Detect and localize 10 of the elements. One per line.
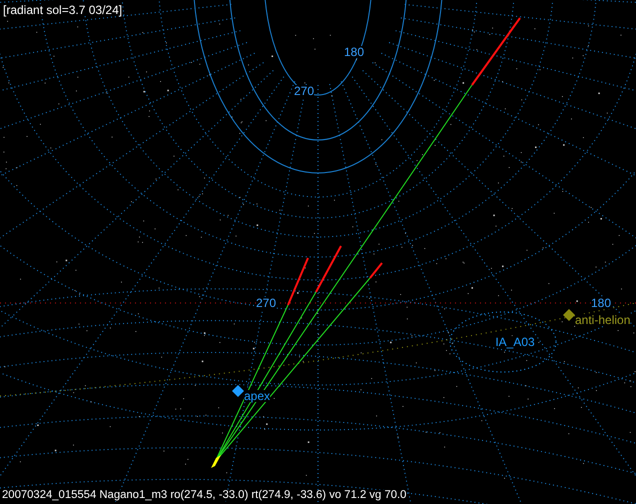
coordinate-label: 270 [294,85,314,97]
region-label: IA_A03 [495,336,535,348]
coordinate-label: 180 [344,46,364,58]
coordinate-label: 180 [591,297,612,309]
caption-text: 20070324_015554 Nagano1_m3 ro(274.5, -33.0) rt(274.9, -33.6) vo 71.2 vg 70.0 [2,490,406,502]
coordinate-label: 270 [256,297,276,309]
point-label: anti-helion [575,314,630,326]
point-label: apex [244,390,270,402]
caption-text: [radiant sol=3.7 03/24] [3,4,122,16]
region-ellipse [448,310,558,374]
